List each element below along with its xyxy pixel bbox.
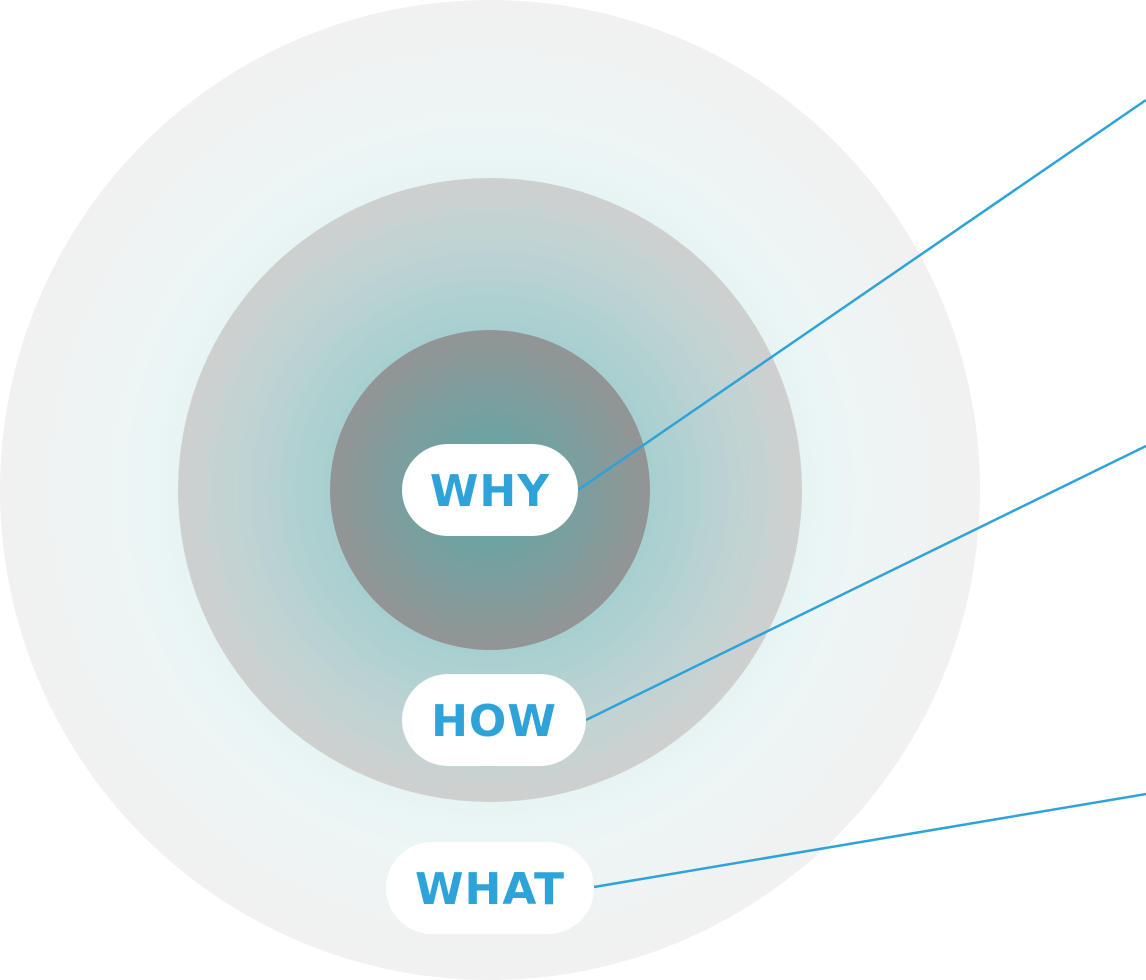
why-label: WHY (430, 466, 550, 517)
why-pill: WHY (402, 444, 578, 536)
how-pill-background (402, 674, 586, 766)
what-pill: WHAT (386, 842, 594, 934)
why-leader-line (577, 98, 1146, 492)
why-pill-background (402, 444, 578, 536)
how-leader-line (585, 444, 1146, 722)
what-label: WHAT (415, 864, 565, 915)
how-pill: HOW (402, 674, 586, 766)
what-pill-background (386, 842, 594, 934)
what-leader-line (593, 792, 1146, 889)
how-label: HOW (431, 696, 557, 747)
